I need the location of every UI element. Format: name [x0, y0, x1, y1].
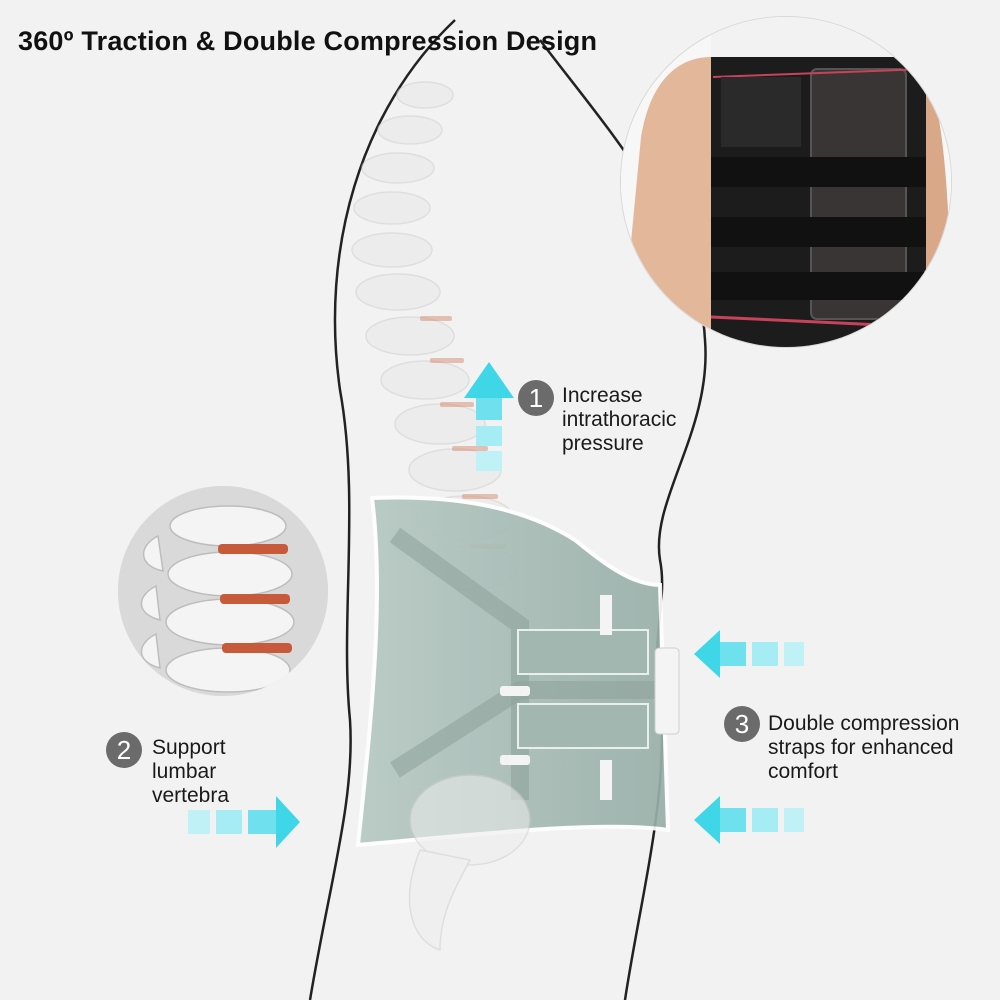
callout-1-line: pressure — [562, 432, 644, 455]
callout-2-line: Support — [152, 736, 226, 759]
callout-2-badge: 2 — [106, 732, 142, 768]
lumbar-spine-closeup — [118, 486, 328, 696]
page-title: 360º Traction & Double Compression Desig… — [18, 26, 598, 56]
callout-1-line: Increase — [562, 384, 643, 407]
up-arrow-icon — [464, 362, 514, 471]
back-brace-photo-illustration — [621, 17, 951, 347]
pelvis-bones — [408, 774, 531, 952]
vertebra-closeup-illustration — [118, 486, 328, 696]
callout-1-badge: 1 — [518, 380, 554, 416]
callout-3-text: Double compression straps for enhanced c… — [768, 712, 959, 784]
callout-2-text: Support lumbar vertebra — [152, 736, 229, 808]
callout-3-line: comfort — [768, 760, 839, 783]
left-arrow-icon — [694, 796, 804, 844]
callout-3-line: Double compression — [768, 712, 960, 735]
callout-3-line: straps for enhanced — [768, 736, 954, 759]
callout-1-text: Increase intrathoracic pressure — [562, 384, 676, 456]
callout-3-badge: 3 — [724, 706, 760, 742]
right-arrow-icon — [188, 796, 300, 848]
callout-2-line: vertebra — [152, 784, 230, 807]
lumbar-brace — [355, 495, 680, 848]
body-outline — [308, 19, 456, 1000]
left-arrow-icon — [694, 630, 804, 678]
callout-1-line: intrathoracic — [562, 408, 677, 431]
product-photo — [620, 16, 952, 348]
callout-2-line: lumbar — [152, 760, 217, 783]
spine-vertebrae — [351, 81, 519, 591]
